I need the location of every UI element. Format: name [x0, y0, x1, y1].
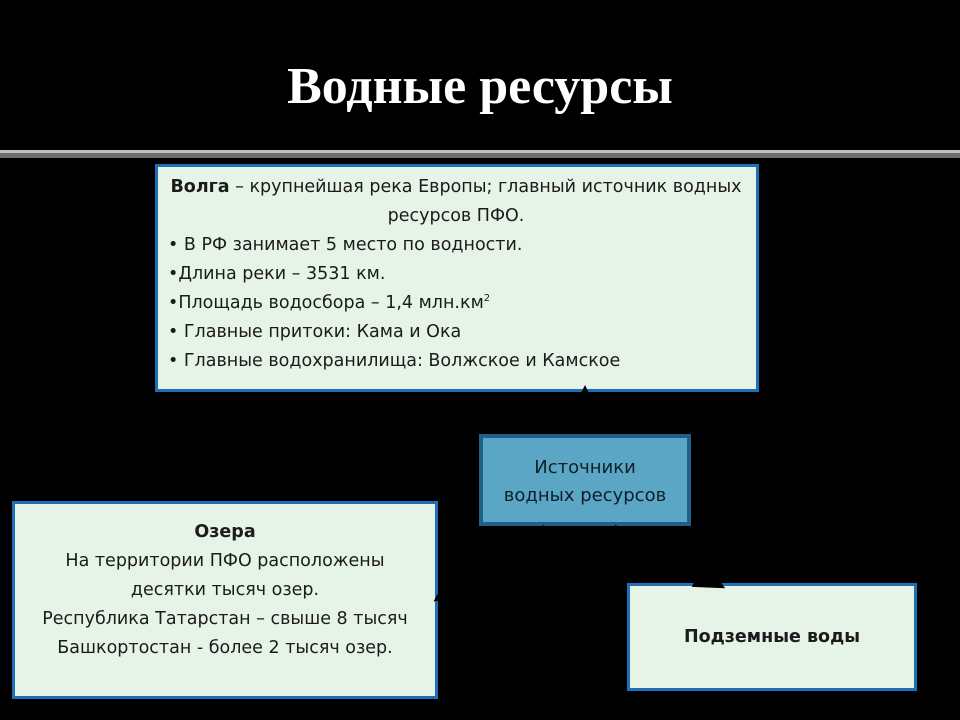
area-superscript: 2 [483, 293, 491, 304]
header-divider-dark [0, 153, 960, 158]
water-sources-line-2: водных ресурсов [503, 485, 667, 506]
lakes-line: Башкортостан - более 2 тысяч озер. [57, 638, 393, 658]
groundwater-box: Подземные воды [627, 583, 917, 691]
header-divider-light [0, 150, 960, 153]
water-sources-line-1: Источники [534, 457, 636, 478]
slide-header: Водные ресурсы [0, 0, 960, 150]
lakes-line: На территории ПФО расположены [65, 551, 385, 571]
volga-bullet-basin-area-text: •Площадь водосбора – 1,4 млн.км [168, 293, 484, 313]
volga-name: Волга [170, 177, 230, 197]
volga-lead-text: – крупнейшая река Европы; главный источн… [229, 177, 742, 226]
lakes-box: Озера На территории ПФО расположены деся… [12, 501, 438, 699]
lakes-title: Озера [194, 522, 256, 542]
slide-title: Водные ресурсы [287, 58, 673, 115]
water-sources-box: Источники водных ресурсов [479, 434, 691, 526]
volga-bullet-rank: • В РФ занимает 5 место по водности. [168, 235, 523, 255]
volga-bullet-reservoirs: • Главные водохранилища: Волжское и Камс… [168, 351, 621, 371]
lakes-line: десятки тысяч озер. [130, 580, 320, 600]
groundwater-label: Подземные воды [683, 627, 861, 647]
volga-bullet-length: •Длина реки – 3531 км. [168, 264, 386, 284]
volga-heading: Волга – крупнейшая река Европы; главный … [168, 173, 744, 231]
volga-bullet-tributaries: • Главные притоки: Кама и Ока [168, 322, 462, 342]
volga-bullet-basin-area: •Площадь водосбора – 1,4 млн.км2 [168, 289, 744, 318]
volga-box: Волга – крупнейшая река Европы; главный … [155, 164, 759, 392]
lakes-line: Республика Татарстан – свыше 8 тысяч [42, 609, 408, 629]
